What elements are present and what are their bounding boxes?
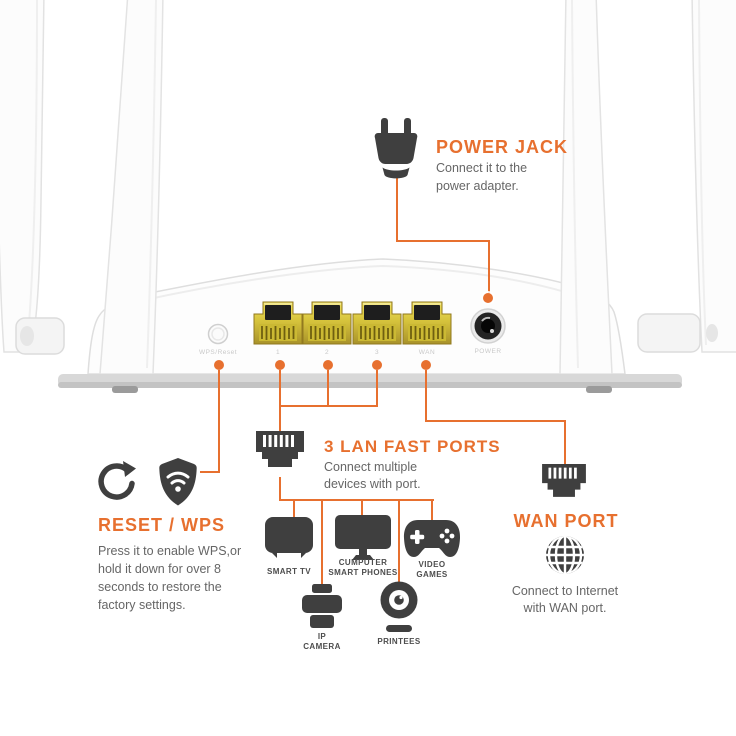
power-callout-line-v1 bbox=[396, 178, 398, 242]
lan3-callout-line-v bbox=[376, 370, 378, 407]
wan-callout-line-h bbox=[425, 420, 566, 422]
gamepad-icon bbox=[403, 518, 461, 560]
tv-drop-line bbox=[293, 501, 295, 517]
antenna-hinge-right bbox=[637, 313, 701, 353]
antenna-front-left bbox=[99, 0, 164, 375]
power-plug-icon bbox=[370, 118, 422, 182]
power-callout-line-v2 bbox=[488, 240, 490, 295]
panel-label-wps-reset: WPS/Reset bbox=[199, 349, 237, 356]
printees-label: PRINTEES bbox=[377, 637, 421, 646]
panel-label-power: POWER bbox=[474, 348, 501, 355]
panel-label-wan: WAN bbox=[419, 349, 435, 356]
reset-wps-description: Press it to enable WPS,or hold it down f… bbox=[98, 544, 242, 612]
lan2-callout-dot bbox=[323, 360, 333, 370]
wan-callout-line-v2 bbox=[564, 420, 566, 466]
wan-port-description: Connect to Internet with WAN port. bbox=[511, 584, 619, 615]
lan-callout-line-h bbox=[279, 405, 378, 407]
gamepad-drop-line bbox=[431, 501, 433, 520]
wan-callout-dot bbox=[421, 360, 431, 370]
computer-label: CUMPUTER SMART PHONES bbox=[328, 558, 398, 577]
power-jack-socket bbox=[470, 308, 506, 344]
video-games-label: VIDEO GAMES bbox=[416, 560, 448, 579]
ip-camera-label: IP CAMERA bbox=[303, 632, 341, 651]
lan1-callout-dot bbox=[275, 360, 285, 370]
printer-drop-line bbox=[321, 501, 323, 586]
lan-devices-line-h bbox=[279, 499, 434, 501]
wan-ethernet-icon bbox=[541, 464, 587, 506]
computer-monitor-icon bbox=[335, 515, 391, 561]
monitor-drop-line bbox=[361, 501, 363, 518]
lan1-callout-line-v bbox=[279, 370, 281, 433]
lan-ports-description: Connect multiple devices with port. bbox=[324, 460, 421, 491]
power-callout-line-h bbox=[396, 240, 490, 242]
panel-label-3: 3 bbox=[375, 349, 379, 356]
wan-port-title: WAN PORT bbox=[513, 511, 619, 531]
smart-tv-icon bbox=[265, 515, 313, 559]
lan3-callout-dot bbox=[372, 360, 382, 370]
reset-wps-title: RESET / WPS bbox=[98, 515, 226, 535]
wan-callout-line-v1 bbox=[425, 370, 427, 422]
webcam-drop-line bbox=[398, 501, 400, 583]
panel-label-1: 1 bbox=[276, 349, 280, 356]
lan2-callout-line-v bbox=[327, 370, 329, 407]
power-jack-description: Connect it to the power adapter. bbox=[436, 161, 528, 193]
reset-callout-line-h bbox=[200, 471, 220, 473]
lan-ports-title: 3 LAN FAST PORTS bbox=[324, 437, 501, 456]
shield-wifi-icon bbox=[156, 456, 200, 508]
lan-devices-line-v bbox=[279, 477, 281, 501]
lan-ethernet-icon bbox=[255, 431, 305, 477]
globe-icon bbox=[544, 534, 586, 576]
power-callout-dot bbox=[483, 293, 493, 303]
webcam-icon bbox=[379, 581, 419, 633]
smart-tv-label: SMART TV bbox=[266, 567, 312, 576]
power-jack-title: POWER JACK bbox=[436, 137, 569, 157]
printer-icon bbox=[302, 584, 342, 630]
reset-callout-line-v bbox=[218, 370, 220, 473]
reset-callout-dot bbox=[214, 360, 224, 370]
panel-label-2: 2 bbox=[325, 349, 329, 356]
reset-arrow-icon bbox=[96, 461, 136, 505]
